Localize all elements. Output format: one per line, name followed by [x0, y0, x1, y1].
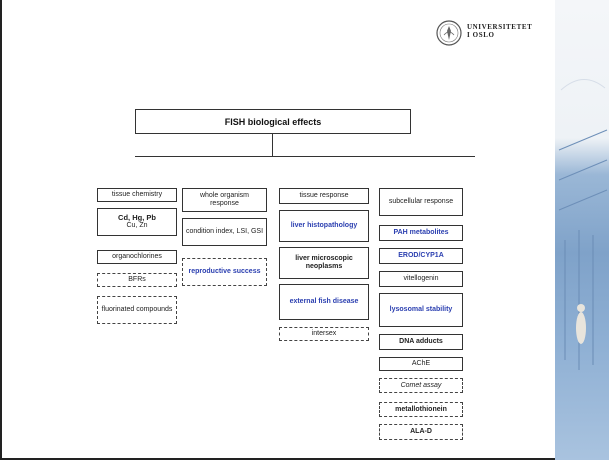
node-metals: Cd, Hg, Pb Cu, Zn [97, 208, 177, 236]
node-vitellogenin: vitellogenin [379, 271, 463, 287]
node-tissue-response: tissue response [279, 188, 369, 204]
node-metals-line2: Cu, Zn [126, 222, 148, 229]
node-fluorinated-compounds: fluorinated compounds [97, 296, 177, 324]
node-organochlorines: organochlorines [97, 250, 177, 264]
node-lysosomal-stability: lysosomal stability [379, 293, 463, 327]
node-ala-d: ALA-D [379, 424, 463, 440]
diagram-title: FISH biological effects [135, 109, 411, 134]
node-erod-cyp1a: EROD/CYP1A [379, 248, 463, 264]
building-sketch-icon [558, 79, 608, 370]
node-comet-assay: Comet assay [379, 378, 463, 393]
node-dna-adducts: DNA adducts [379, 334, 463, 350]
logo-line-2: I OSLO [467, 31, 495, 39]
node-intersex: intersex [279, 327, 369, 341]
node-condition-index: condition index, LSI, GSI [182, 218, 267, 246]
node-liver-histopathology: liver histopathology [279, 210, 369, 242]
node-whole-organism-response: whole organism response [182, 188, 267, 212]
node-reproductive-success: reproductive success [182, 258, 267, 286]
node-liver-neoplasms: liver microscopic neoplasms [279, 247, 369, 279]
node-bfrs: BFRs [97, 273, 177, 287]
node-tissue-chemistry: tissue chemistry [97, 188, 177, 202]
node-subcellular-response: subcellular response [379, 188, 463, 216]
connector-horizontal [135, 156, 475, 157]
university-logo-text: UNIVERSITETET I OSLO [467, 23, 532, 39]
university-seal-icon [436, 20, 462, 46]
connector-vertical [272, 134, 273, 156]
node-ache: AChE [379, 357, 463, 371]
logo-line-1: UNIVERSITETET [467, 23, 533, 31]
node-external-fish-disease: external fish disease [279, 284, 369, 320]
node-metallothionein: metallothionein [379, 402, 463, 417]
decorative-image-strip [555, 0, 609, 460]
node-metals-line1: Cd, Hg, Pb [118, 213, 156, 222]
node-pah-metabolites: PAH metabolites [379, 225, 463, 241]
